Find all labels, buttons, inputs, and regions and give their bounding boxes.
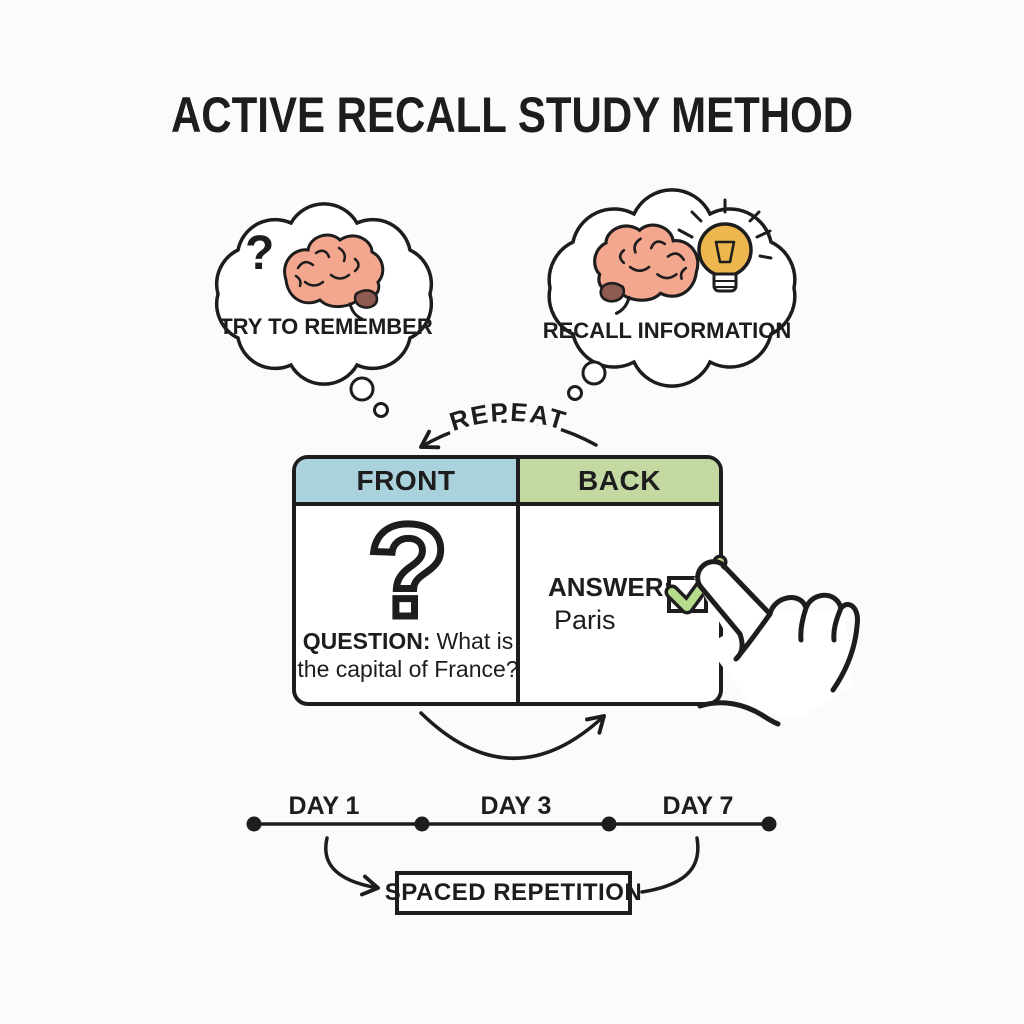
pointing-hand-icon xyxy=(694,558,860,727)
question-text: QUESTION:What is the capital of France? xyxy=(296,628,520,683)
spaced-repetition-label: SPACED REPETITION xyxy=(384,879,643,906)
answer-label: ANSWER: xyxy=(548,572,673,602)
question-value: What is the capital of France? xyxy=(297,628,519,682)
bubble-right-label: RECALL INFORMATION xyxy=(542,318,792,343)
flashcard-divider xyxy=(516,506,520,702)
answer-value: Paris xyxy=(554,605,616,635)
timeline xyxy=(246,816,777,832)
timeline-label-day3: DAY 3 xyxy=(480,792,552,820)
back-header-label: BACK xyxy=(578,464,661,496)
flip-arrow xyxy=(419,711,606,760)
flashcard: FRONT BACK QUESTION:What is the capital … xyxy=(292,455,723,706)
front-header-label: FRONT xyxy=(356,464,456,496)
spaced-repetition-box: SPACED REPETITION xyxy=(385,871,642,915)
page-title-wrap: ACTIVE RECALL STUDY METHOD xyxy=(0,86,1024,144)
flashcard-front-header: FRONT xyxy=(296,459,520,506)
day1-to-box-arrow xyxy=(324,836,380,897)
timeline-dot xyxy=(246,816,262,832)
bubble-tail-dot xyxy=(567,385,583,401)
bubble-tail-dot xyxy=(373,402,389,418)
day7-to-box-connector xyxy=(640,836,700,894)
thought-bubble-left xyxy=(214,202,434,418)
question-label: QUESTION: xyxy=(302,628,431,654)
lightbulb-icon xyxy=(677,198,773,293)
timeline-label-day7: DAY 7 xyxy=(662,792,734,820)
timeline-label-day1: DAY 1 xyxy=(288,792,360,820)
timeline-dot xyxy=(414,816,430,832)
bubble-tail-dot xyxy=(349,376,375,402)
thought-bubble-right xyxy=(547,188,797,401)
timeline-dot xyxy=(601,816,617,832)
flashcard-back-header: BACK xyxy=(520,459,719,506)
page-title: ACTIVE RECALL STUDY METHOD xyxy=(170,87,854,143)
question-mark-icon: ? xyxy=(368,497,449,644)
timeline-dot xyxy=(761,816,777,832)
small-question-mark-icon: ? xyxy=(245,227,275,280)
bubble-tail-dot xyxy=(581,360,607,386)
bubble-left-label: TRY TO REMEMBER xyxy=(219,314,433,339)
